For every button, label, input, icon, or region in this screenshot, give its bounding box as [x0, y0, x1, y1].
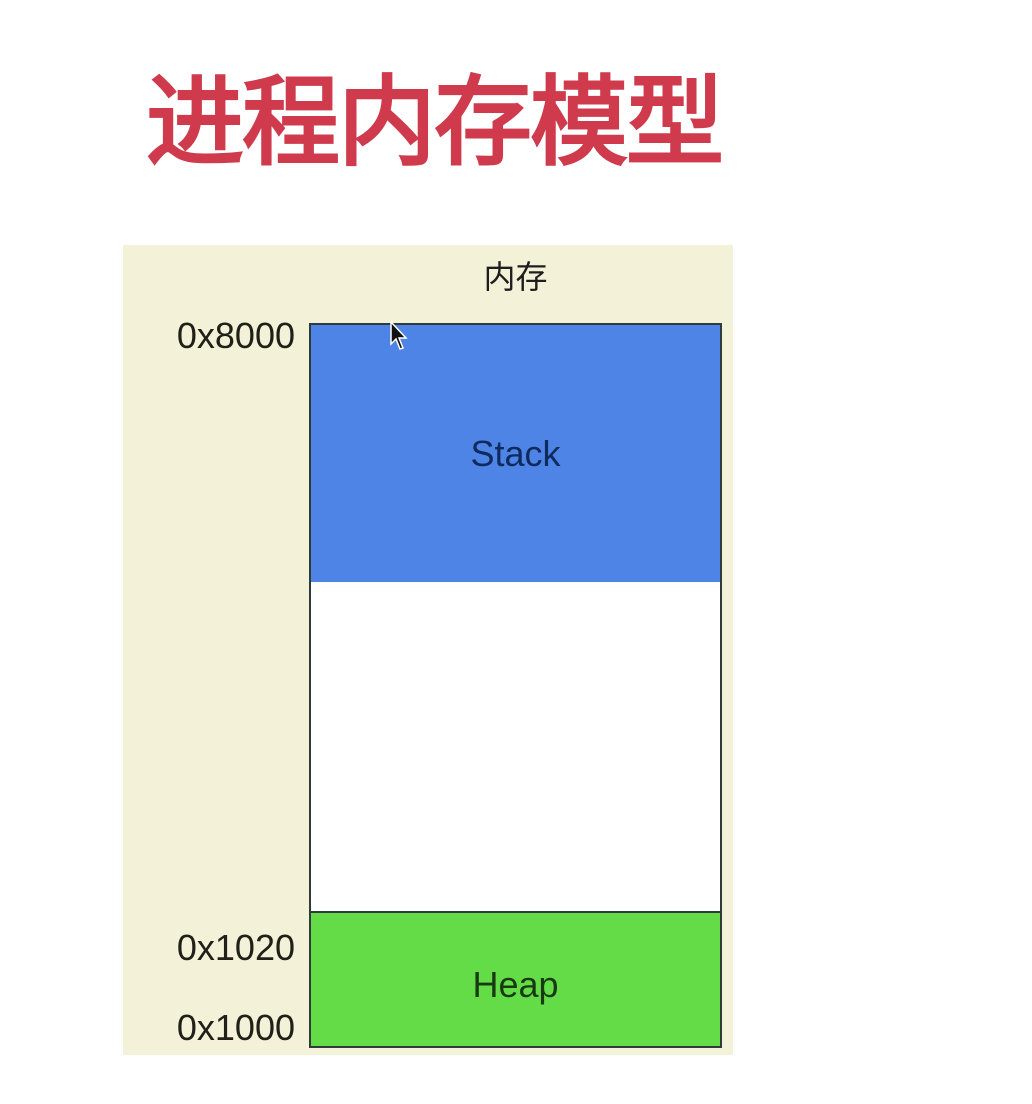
address-label-heap-top: 0x1020: [176, 927, 295, 968]
heap-label: Heap: [472, 963, 559, 1005]
free-region: [309, 582, 722, 913]
stack-region: Stack: [309, 323, 722, 584]
address-label-heap-bottom: 0x1000: [176, 1007, 295, 1048]
address-label-top: 0x8000: [176, 315, 295, 356]
diagram-header: 内存: [483, 258, 548, 296]
page-title: 进程内存模型: [146, 66, 724, 180]
stack-label: Stack: [470, 432, 561, 474]
heap-region: Heap: [309, 911, 722, 1048]
mouse-cursor-icon: [390, 320, 408, 350]
